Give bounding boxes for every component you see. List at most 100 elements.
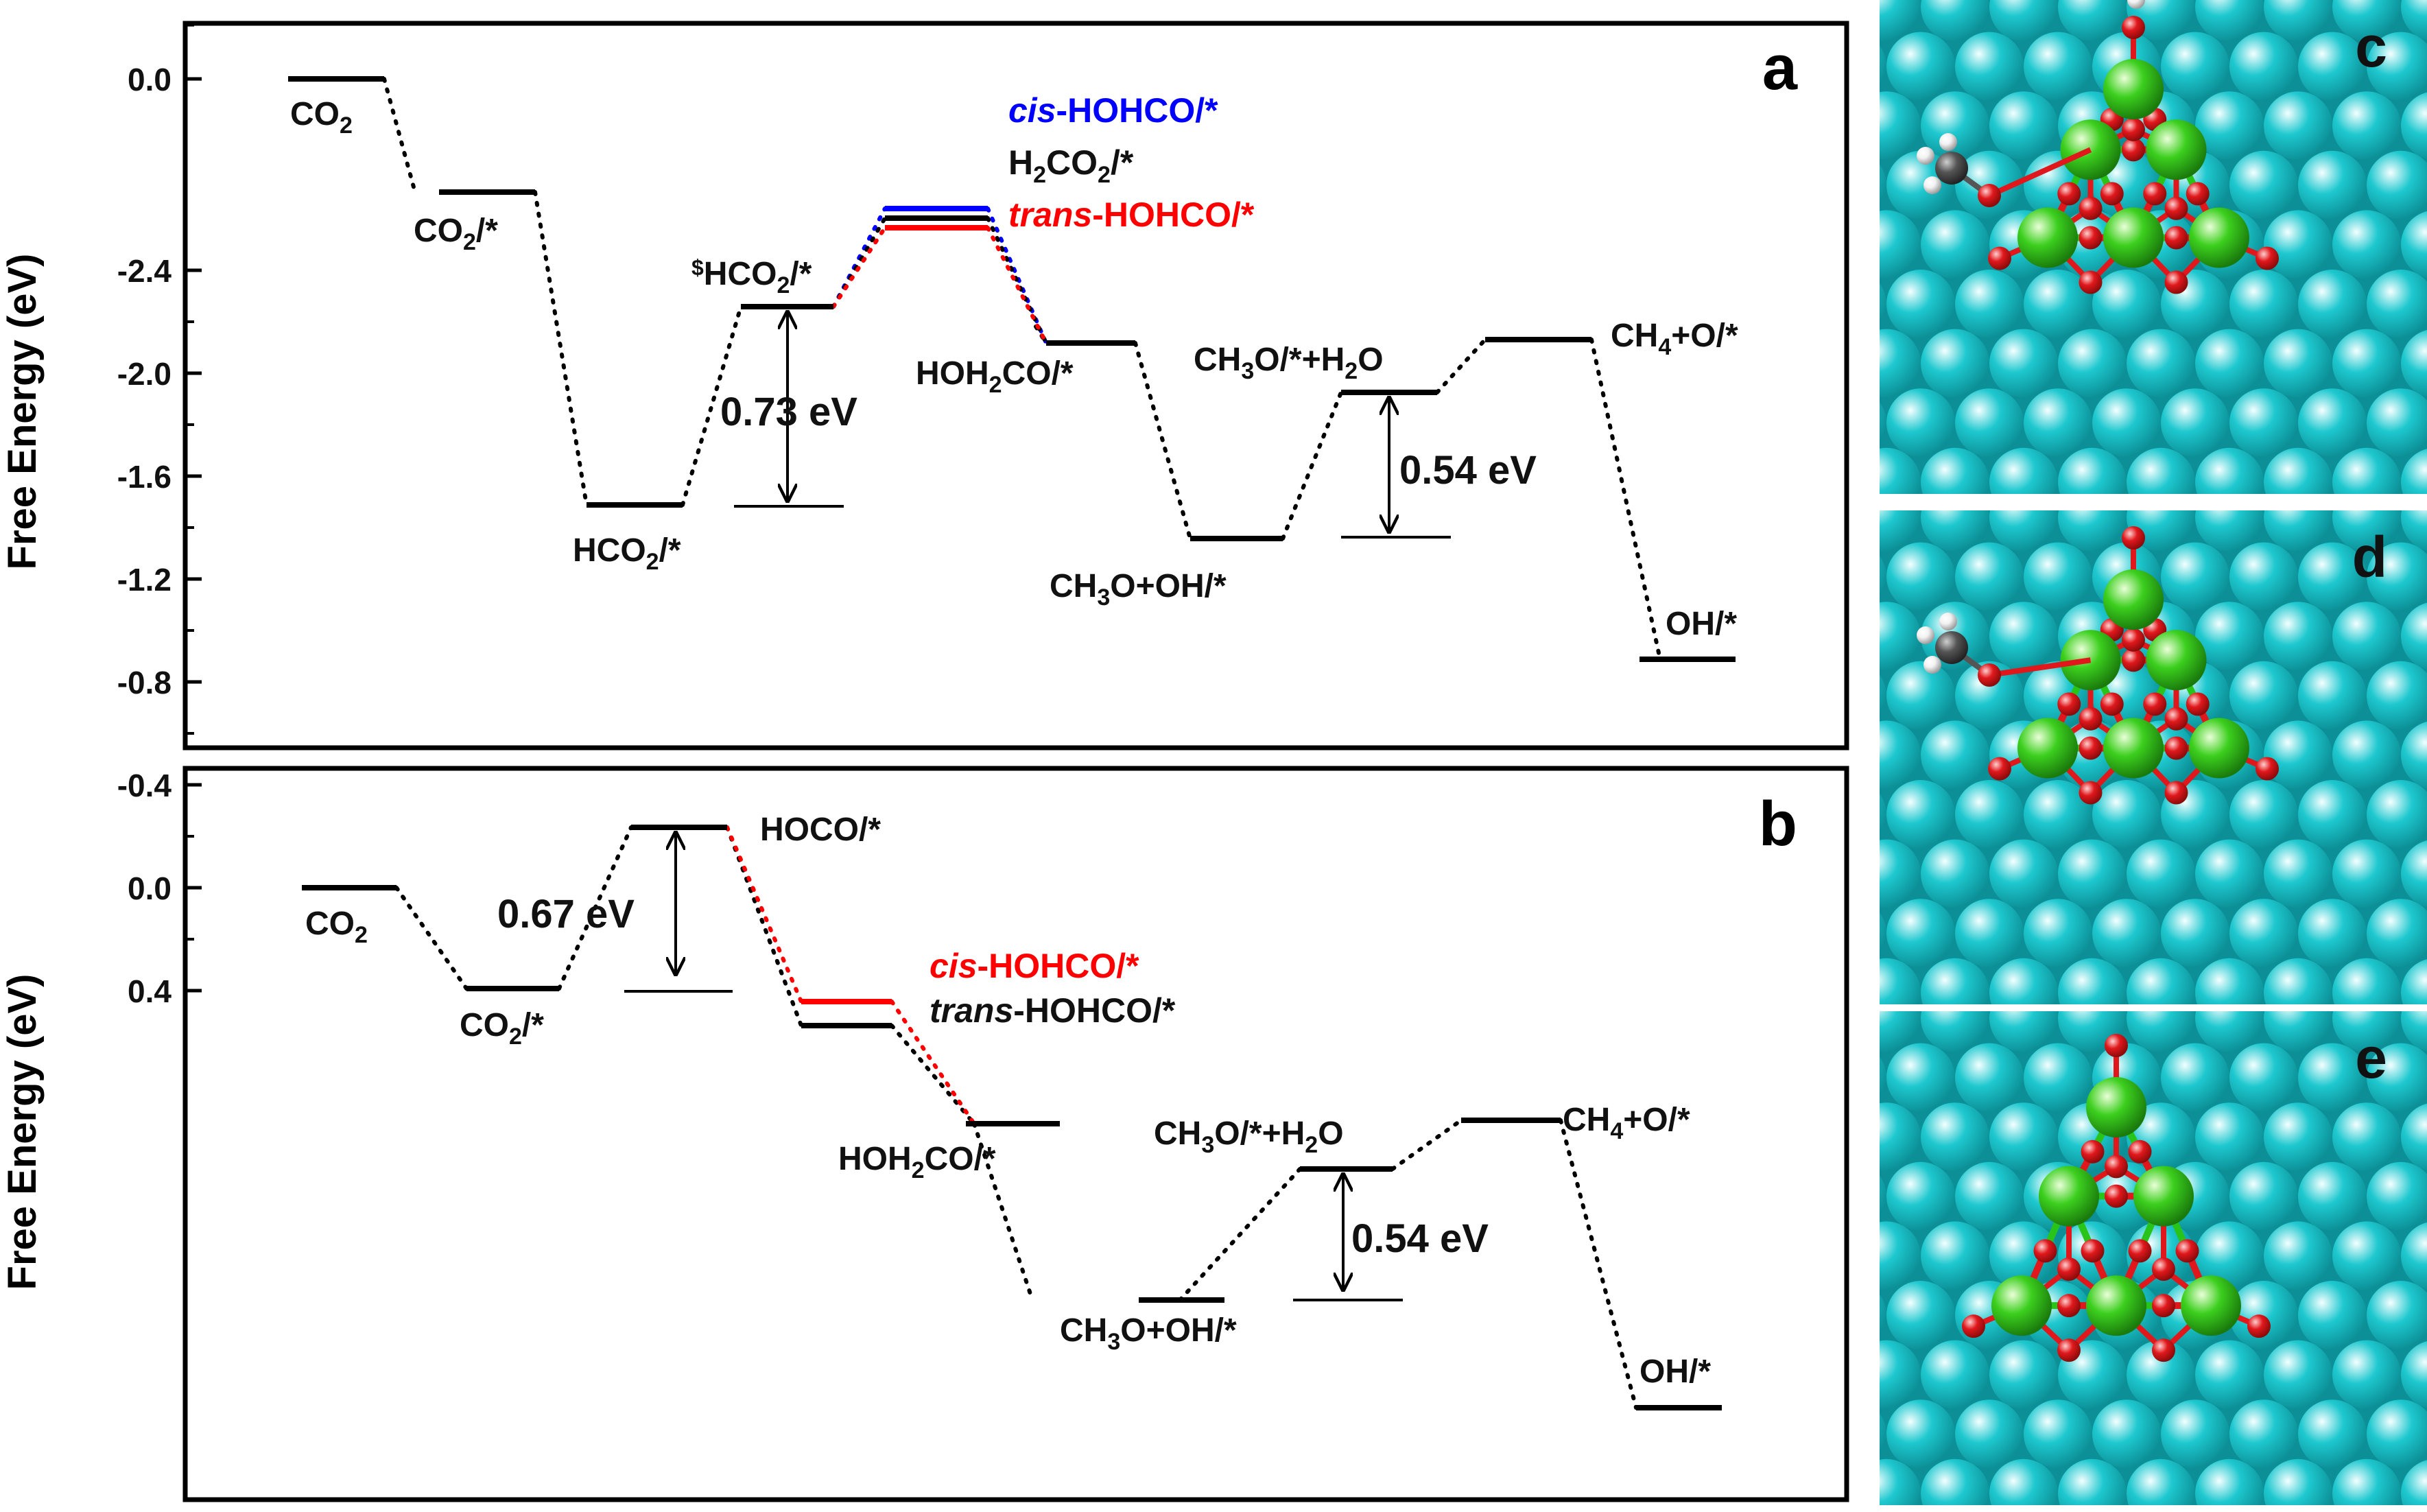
- surface-atom: [2367, 661, 2427, 730]
- metal-atom: [2017, 207, 2078, 268]
- metal-atom: [2017, 718, 2078, 779]
- oxygen-atom: [2186, 182, 2210, 206]
- surface-atom: [2332, 1102, 2401, 1172]
- surface-atom: [1989, 1458, 2058, 1505]
- metal-atom: [2103, 718, 2164, 779]
- surface-atom: [1921, 1011, 1989, 1052]
- b-ytick-label: -0.8: [117, 665, 171, 700]
- oxygen-atom: [2079, 196, 2103, 220]
- panel-a-ylabel: Free Energy (eV): [0, 254, 45, 570]
- panel-a-frame: [182, 21, 1849, 751]
- surface-atom: [2298, 1161, 2367, 1231]
- metal-atom: [2146, 119, 2207, 180]
- b-connector: [394, 886, 469, 991]
- surface-atom: [2229, 1161, 2298, 1231]
- surface-atom: [2195, 958, 2264, 1004]
- structure-panel-c: c: [1880, 0, 2427, 494]
- surface-atom: [2229, 270, 2298, 338]
- surface-atom: [1880, 45, 1886, 87]
- surface-atom: [1886, 270, 1955, 338]
- a-connector: [1281, 390, 1343, 541]
- surface-atom: [2332, 1458, 2401, 1505]
- b-connector: [1390, 1118, 1463, 1171]
- surface-atom: [1989, 91, 2058, 161]
- surface-atom: [2229, 542, 2298, 611]
- surface-atom: [1921, 91, 1989, 161]
- surface-atom: [2367, 542, 2427, 611]
- surface-atom: [1880, 510, 1921, 552]
- a-barrier-label-2: 0.54 eV: [1399, 448, 1537, 493]
- metal-atom: [2103, 59, 2164, 119]
- surface-atom: [2332, 447, 2401, 494]
- b-connector: [1559, 1118, 1638, 1410]
- oxygen-atom: [2057, 182, 2081, 206]
- hydrogen-atom: [1917, 147, 1934, 165]
- surface-atom: [2298, 1399, 2367, 1469]
- oxygen-atom: [2128, 1139, 2152, 1163]
- surface-atom: [1989, 1221, 2058, 1290]
- b-label-ch3o-oh: CH3O+OH/*: [1060, 1312, 1237, 1355]
- oxygen-atom: [2105, 1155, 2128, 1179]
- panel-a-letter: a: [1762, 33, 1798, 103]
- oxygen-atom: [2057, 692, 2081, 716]
- surface-atom: [2264, 210, 2332, 279]
- surface-atom: [2264, 91, 2332, 161]
- metal-atom: [2086, 1077, 2146, 1137]
- oxygen-atom: [2079, 781, 2103, 805]
- structure-panel-e: e: [1880, 1011, 2427, 1505]
- surface-atom: [2195, 1102, 2264, 1172]
- oxygen-atom: [2247, 1314, 2271, 1338]
- surface-atom: [1880, 0, 1921, 41]
- b-label-ch3o-h2o: CH3O/*+H2O: [1154, 1115, 1344, 1158]
- surface-atom: [1880, 912, 1886, 954]
- surface-atom: [2264, 1340, 2332, 1409]
- b-ytick-label: 0.4: [128, 973, 171, 1009]
- surface-atom: [2127, 329, 2195, 398]
- surface-atom: [1955, 542, 2024, 611]
- surface-atom: [2401, 449, 2427, 494]
- surface-atom: [1989, 0, 2058, 41]
- adsorbate-molecule: [1917, 613, 2092, 687]
- b-ytick-label: -1.2: [117, 562, 171, 598]
- surface-atom: [1955, 1161, 2024, 1231]
- surface-atom: [2264, 1011, 2332, 1052]
- surface-atom: [2024, 1043, 2092, 1112]
- surface-atom: [2264, 1458, 2332, 1505]
- a-connector: [533, 190, 589, 507]
- surface-atom: [1886, 32, 1955, 101]
- oxygen-atom: [1978, 663, 2001, 687]
- surface-atom: [2298, 1043, 2367, 1112]
- surface-atom: [2332, 0, 2401, 41]
- panel-c-letter: c: [2355, 14, 2387, 79]
- b-label-hoh2co: HOH2CO/*: [838, 1141, 996, 1183]
- surface-atom: [2401, 1460, 2427, 1505]
- surface-atom: [2195, 1221, 2264, 1290]
- b-ytick-label: -0.4: [117, 768, 172, 803]
- surface-atom: [2298, 1281, 2367, 1349]
- a-connector: [1435, 338, 1487, 394]
- surface-atom: [2195, 0, 2264, 41]
- surface-atom: [1880, 839, 1921, 908]
- surface-atom: [2161, 388, 2229, 458]
- surface-atom: [1921, 447, 1989, 494]
- oxygen-atom: [1988, 757, 2011, 781]
- surface-atom: [2401, 1103, 2427, 1170]
- oxygen-atom: [2079, 707, 2103, 731]
- hydrogen-atom: [1923, 176, 1941, 194]
- surface-atom: [1880, 720, 1921, 790]
- panel-b-frame: [182, 766, 1849, 1502]
- surface-atom: [2367, 388, 2427, 458]
- surface-atom: [2401, 602, 2427, 670]
- oxygen-atom: [2122, 16, 2145, 39]
- surface-atom: [2367, 1043, 2427, 1112]
- surface-atom: [2264, 510, 2332, 552]
- surface-atom: [2024, 542, 2092, 611]
- surface-atom: [1886, 661, 1955, 730]
- oxygen-atom: [2100, 692, 2124, 716]
- surface-atom: [2298, 32, 2367, 101]
- oxygen-atom: [2081, 1139, 2105, 1163]
- surface-atom: [2264, 602, 2332, 671]
- metal-atom: [2189, 207, 2249, 268]
- surface-atom: [2264, 1221, 2332, 1290]
- surface-atom: [1880, 91, 1921, 161]
